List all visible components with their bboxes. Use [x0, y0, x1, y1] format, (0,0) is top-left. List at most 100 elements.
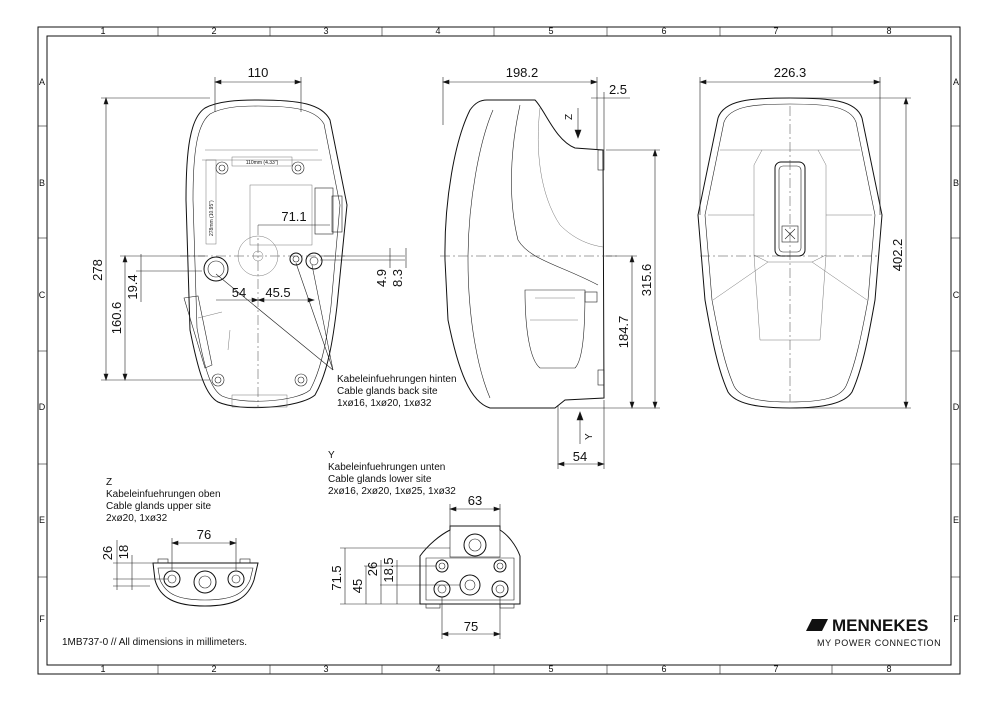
detail-z-line1: Kabeleinfuehrungen oben	[106, 489, 221, 500]
gland-large-icon	[203, 256, 229, 282]
detail-y-line3: 2xø16, 2xø20, 1xø25, 1xø32	[328, 486, 456, 497]
grid-col-2-bottom: 2	[211, 664, 216, 674]
dim-y-71-5: 71.5	[329, 565, 344, 590]
grid-col-6: 6	[661, 26, 666, 36]
grid-columns-top: 1 2 3 4 5 6 7 8	[100, 26, 891, 36]
grid-col-3-bottom: 3	[323, 664, 328, 674]
dim-offset-2-5: 2.5	[609, 82, 627, 97]
dim-y-26: 26	[365, 562, 380, 576]
grid-row-d: D	[39, 402, 46, 412]
drawing-number: 1MB737-0 // All dimensions in millimeter…	[62, 637, 247, 648]
detail-z-view	[152, 558, 259, 607]
back-glands-line2: Cable glands back site	[337, 386, 438, 397]
dim-offset-19: 19.4	[125, 274, 140, 299]
front-view-labels: 110 278 160.6 19.4 71.1 54 45.5 4.9 8.3 …	[90, 65, 457, 409]
dim-height-315: 315.6	[639, 264, 654, 297]
footer: 1MB737-0 // All dimensions in millimeter…	[62, 616, 941, 648]
detail-y-labels: 63 75 71.5 45 26 18.5	[329, 493, 482, 634]
dim-y-45: 45	[350, 579, 365, 593]
mennekes-logo-icon	[806, 619, 828, 631]
back-view	[697, 97, 883, 409]
dim-back-width: 226.3	[774, 65, 807, 80]
grid-col-2: 2	[211, 26, 216, 36]
dim-8-3: 8.3	[390, 269, 405, 287]
grid-col-5-bottom: 5	[548, 664, 553, 674]
dim-gland-45: 45.5	[265, 285, 290, 300]
detail-z-line3: 2xø20, 1xø32	[106, 513, 168, 524]
arrow-z-label: Z	[564, 114, 575, 120]
grid-row-e: E	[39, 515, 45, 525]
detail-y-notes: Y Kabeleinfuehrungen unten Cable glands …	[328, 450, 456, 497]
detail-z-notes: Z Kabeleinfuehrungen oben Cable glands u…	[106, 477, 221, 524]
detail-z-labels: 76 26 18	[100, 527, 211, 560]
drawing-frame	[37, 26, 961, 675]
dim-top-width: 110	[248, 65, 269, 80]
detail-z-letter: Z	[106, 477, 112, 488]
back-view-dimensions	[699, 77, 911, 409]
back-glands-line3: 1xø16, 1xø20, 1xø32	[337, 398, 432, 409]
side-view-labels: 198.2 2.5 315.6 184.7 54 Z Y	[506, 65, 654, 464]
dim-y-18-5: 18.5	[381, 557, 396, 582]
detail-z-dimensions	[113, 538, 237, 590]
front-view-dimensions	[101, 77, 407, 381]
dim-height-total: 278	[90, 259, 105, 281]
grid-col-1-bottom: 1	[100, 664, 105, 674]
grid-col-4: 4	[435, 26, 440, 36]
dim-height-160: 160.6	[109, 302, 124, 335]
grid-col-8-bottom: 8	[886, 664, 891, 674]
grid-ticks	[38, 27, 960, 674]
grid-col-8: 8	[886, 26, 891, 36]
dim-gland-54: 54	[232, 285, 246, 300]
grid-row-a-right: A	[953, 77, 959, 87]
detail-y-letter: Y	[328, 450, 335, 461]
grid-col-7: 7	[773, 26, 778, 36]
grid-col-1: 1	[100, 26, 105, 36]
grid-row-f-right: F	[953, 614, 959, 624]
grid-row-c-right: C	[953, 290, 960, 300]
grid-row-b: B	[39, 178, 45, 188]
height-stamp: 278mm (10.95")	[209, 200, 215, 236]
grid-rows-right: A B C D E F	[953, 77, 960, 624]
front-view: 110mm (4.33") 278mm (10.95")	[180, 99, 348, 409]
gland-medium-icon	[305, 252, 323, 270]
back-view-labels: 226.3 402.2	[774, 65, 905, 271]
width-stamp: 110mm (4.33")	[246, 160, 279, 166]
grid-col-6-bottom: 6	[661, 664, 666, 674]
grid-row-b-right: B	[953, 178, 959, 188]
dim-y-75: 75	[464, 619, 478, 634]
grid-row-e-right: E	[953, 515, 959, 525]
arrow-y-label: Y	[584, 433, 595, 440]
dim-y-63: 63	[468, 493, 482, 508]
grid-row-c: C	[39, 290, 46, 300]
detail-y-line1: Kabeleinfuehrungen unten	[328, 462, 445, 473]
dim-bottom-54: 54	[573, 449, 587, 464]
dim-depth: 198.2	[506, 65, 539, 80]
brand-name: MENNEKES	[832, 616, 928, 635]
grid-rows-left: A B C D E F	[39, 77, 46, 624]
grid-col-4-bottom: 4	[435, 664, 440, 674]
grid-row-a: A	[39, 77, 45, 87]
grid-columns-bottom: 1 2 3 4 5 6 7 8	[100, 664, 891, 674]
dim-z-76: 76	[197, 527, 211, 542]
side-view	[440, 99, 620, 409]
dim-z-18: 18	[116, 545, 131, 559]
detail-y-view	[419, 525, 521, 609]
back-glands-line1: Kabeleinfuehrungen hinten	[337, 374, 457, 385]
grid-row-f: F	[39, 614, 45, 624]
detail-y-dimensions	[340, 504, 501, 639]
brand-tagline: MY POWER CONNECTION	[817, 638, 941, 648]
dim-z-26: 26	[100, 546, 115, 560]
grid-col-5: 5	[548, 26, 553, 36]
dim-height-184: 184.7	[616, 316, 631, 349]
dim-4-9: 4.9	[374, 269, 389, 287]
dim-inner-71: 71.1	[281, 209, 306, 224]
dim-back-height: 402.2	[890, 239, 905, 272]
gland-small-icon	[289, 252, 303, 266]
detail-z-line2: Cable glands upper site	[106, 501, 212, 512]
detail-y-line2: Cable glands lower site	[328, 474, 432, 485]
grid-col-7-bottom: 7	[773, 664, 778, 674]
side-view-dimensions	[442, 77, 660, 469]
grid-col-3: 3	[323, 26, 328, 36]
grid-row-d-right: D	[953, 402, 960, 412]
